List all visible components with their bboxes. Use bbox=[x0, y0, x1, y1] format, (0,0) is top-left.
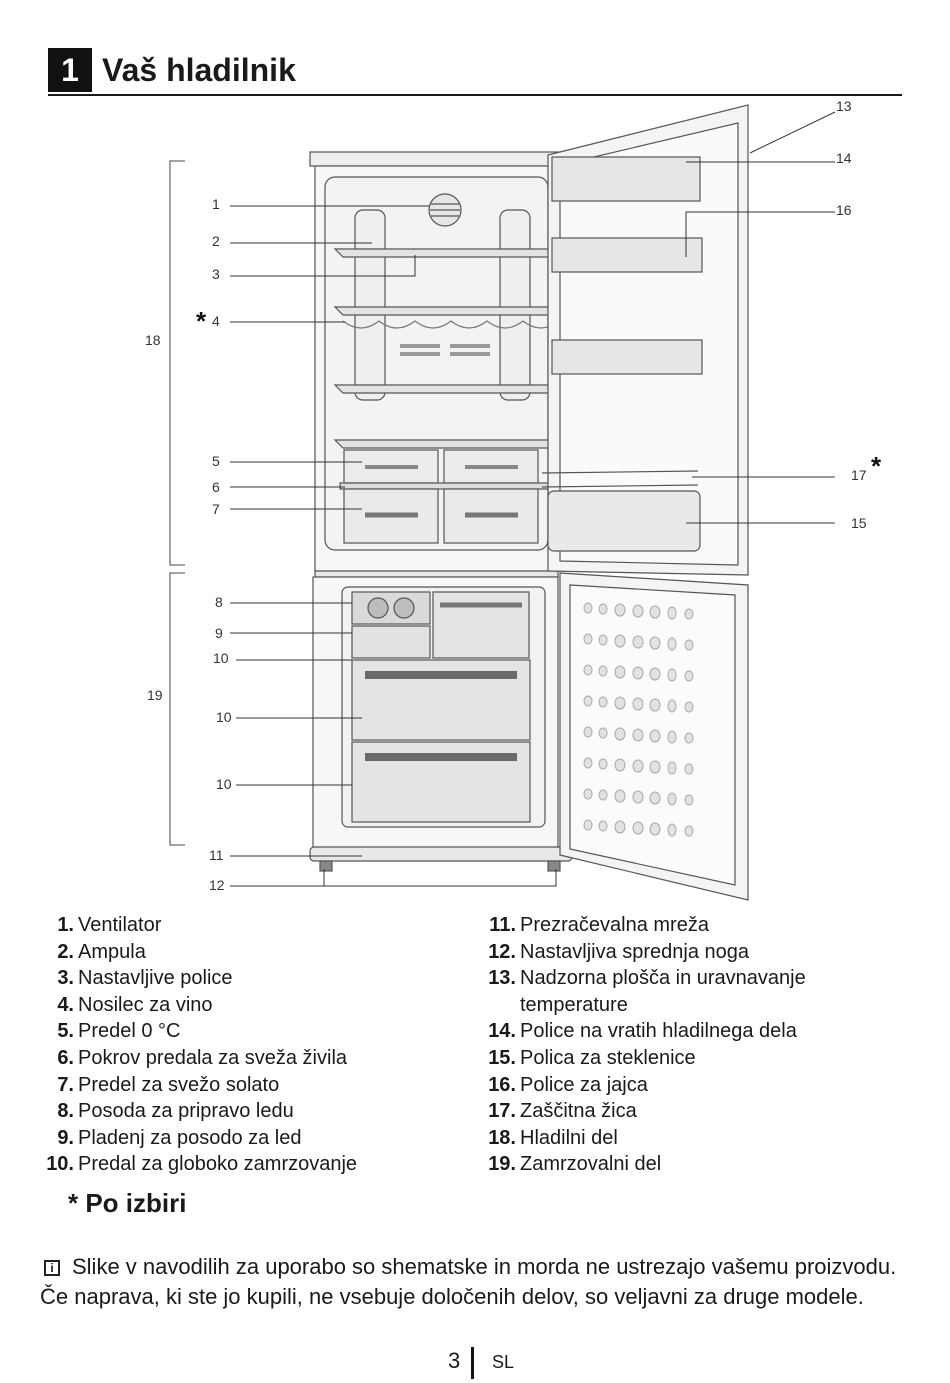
callout-1: 1 bbox=[212, 196, 220, 212]
legend-text: Predel za svežo solato bbox=[78, 1073, 280, 1096]
legend-number: 17. bbox=[488, 1100, 516, 1123]
legend-number: 16. bbox=[488, 1073, 516, 1096]
legend-item: 18.Hladilni del bbox=[484, 1125, 884, 1152]
callout-17: 17 bbox=[851, 467, 867, 483]
legend-number: 4. bbox=[57, 993, 74, 1016]
legend-text: Predal za globoko zamrzovanje bbox=[78, 1153, 358, 1176]
legend-item: 4.Nosilec za vino bbox=[40, 992, 460, 1019]
legend-item: 6.Pokrov predala za sveža živila bbox=[40, 1045, 460, 1072]
info-note-text: Slike v navodilih za uporabo so shematsk… bbox=[40, 1254, 897, 1309]
legend-text: Prezračevalna mreža bbox=[520, 914, 709, 936]
legend-text: Nastavljive police bbox=[78, 967, 233, 990]
info-icon: i bbox=[44, 1260, 60, 1276]
bracket-label-18: 18 bbox=[145, 332, 161, 348]
legend-item: 12.Nastavljiva sprednja noga bbox=[484, 939, 884, 966]
legend-number: 6. bbox=[57, 1046, 74, 1069]
legend-item: 16.Police za jajca bbox=[484, 1072, 884, 1099]
legend-number: 13. bbox=[488, 967, 516, 990]
section-title: Vaš hladilnik bbox=[102, 52, 296, 88]
legend-text: Ampula bbox=[78, 940, 146, 963]
legend-text: Nosilec za vino bbox=[78, 993, 213, 1016]
legend-text: Zaščitna žica bbox=[520, 1100, 637, 1123]
callout-9: 9 bbox=[215, 625, 223, 641]
optional-note: * Po izbiri bbox=[68, 1188, 187, 1218]
legend-item: 5.Predel 0 °C bbox=[40, 1018, 460, 1045]
legend-number: 11. bbox=[489, 914, 516, 936]
legend-item: 17.Zaščitna žica bbox=[484, 1098, 884, 1125]
section-header: 1 Vaš hladilnik bbox=[48, 48, 902, 96]
legend-number: 9. bbox=[57, 1126, 74, 1149]
legend-item: 10.Predal za globoko zamrzovanje bbox=[40, 1151, 460, 1178]
legend-number: 8. bbox=[57, 1100, 74, 1123]
page-number: 3 bbox=[448, 1348, 461, 1373]
callout-15: 15 bbox=[851, 515, 867, 531]
legend-right: 11.Prezračevalna mreža 12.Nastavljiva sp… bbox=[484, 912, 884, 1178]
legend-number: 12. bbox=[488, 940, 516, 963]
fridge-diagram: 18 19 1 2 3 * 4 5 6 7 8 9 10 10 10 11 12… bbox=[145, 98, 882, 901]
callout-16: 16 bbox=[836, 202, 852, 218]
legend-item: 1.Ventilator bbox=[40, 912, 460, 939]
legend-item: 11.Prezračevalna mreža bbox=[484, 912, 884, 939]
callout-2: 2 bbox=[212, 233, 220, 249]
legend-left: 1.Ventilator 2.Ampula 3.Nastavljive poli… bbox=[40, 912, 460, 1178]
legend-number: 18. bbox=[488, 1126, 516, 1149]
legend-text: Posoda za pripravo ledu bbox=[78, 1100, 294, 1123]
optional-star-17: * bbox=[871, 451, 882, 481]
legend-number: 3. bbox=[57, 967, 74, 990]
callout-6: 6 bbox=[212, 479, 220, 495]
fridge-drawing bbox=[309, 104, 749, 901]
legend-number: 19. bbox=[488, 1153, 516, 1176]
callout-10a: 10 bbox=[213, 650, 229, 666]
page-footer: 3 SL bbox=[440, 1344, 560, 1380]
legend-text: Pladenj za posodo za led bbox=[78, 1126, 302, 1149]
legend-item: 3.Nastavljive police bbox=[40, 965, 460, 992]
callout-4: 4 bbox=[212, 313, 220, 329]
legend-item: 13.Nadzorna plošča in uravnavanje temper… bbox=[484, 965, 884, 1018]
section-number: 1 bbox=[48, 48, 92, 92]
legend-item: 9.Pladenj za posodo za led bbox=[40, 1125, 460, 1152]
legend-number: 10. bbox=[46, 1153, 74, 1176]
legend-text: Police na vratih hladilnega dela bbox=[520, 1020, 797, 1043]
bracket-label-19: 19 bbox=[147, 687, 163, 703]
legend-item: 2.Ampula bbox=[40, 939, 460, 966]
legend-text: Pokrov predala za sveža živila bbox=[78, 1046, 348, 1069]
callout-11: 11 bbox=[209, 847, 224, 863]
callout-3: 3 bbox=[212, 266, 220, 282]
legend-text: Polica za steklenice bbox=[520, 1046, 696, 1069]
legend-number: 7. bbox=[57, 1073, 74, 1096]
legend-number: 5. bbox=[57, 1020, 74, 1043]
callout-5: 5 bbox=[212, 453, 220, 469]
callout-12: 12 bbox=[209, 877, 225, 893]
legend-item: 14.Police na vratih hladilnega dela bbox=[484, 1018, 884, 1045]
leader-lines bbox=[230, 111, 836, 887]
callout-7: 7 bbox=[212, 501, 220, 517]
callout-8: 8 bbox=[215, 594, 223, 610]
legend-text: Hladilni del bbox=[520, 1126, 618, 1149]
callout-10c: 10 bbox=[216, 776, 232, 792]
legend-text: Zamrzovalni del bbox=[520, 1153, 662, 1176]
freezer-door-pattern bbox=[583, 602, 694, 837]
legend-text: Nastavljiva sprednja noga bbox=[520, 940, 750, 963]
legend-number: 14. bbox=[488, 1020, 516, 1043]
legend-item: 15.Polica za steklenice bbox=[484, 1045, 884, 1072]
legend-number: 1. bbox=[57, 914, 74, 936]
callout-13: 13 bbox=[836, 98, 852, 114]
legend-item: 8.Posoda za pripravo ledu bbox=[40, 1098, 460, 1125]
callout-14: 14 bbox=[836, 150, 852, 166]
legend-text: Ventilator bbox=[78, 914, 162, 936]
legend-text: Police za jajca bbox=[520, 1073, 648, 1096]
legend-number: 15. bbox=[488, 1046, 516, 1069]
legend-text: Predel 0 °C bbox=[78, 1020, 181, 1043]
language-code: SL bbox=[492, 1352, 515, 1372]
legend-item: 19.Zamrzovalni del bbox=[484, 1151, 884, 1178]
legend-text: Nadzorna plošča in uravnavanje temperatu… bbox=[520, 967, 806, 1016]
callout-10b: 10 bbox=[216, 709, 232, 725]
legend-item: 7.Predel za svežo solato bbox=[40, 1072, 460, 1099]
optional-star-4: * bbox=[196, 306, 207, 336]
compartment-brackets bbox=[169, 160, 185, 846]
footer-divider bbox=[471, 1347, 474, 1379]
legend-number: 2. bbox=[57, 940, 74, 963]
